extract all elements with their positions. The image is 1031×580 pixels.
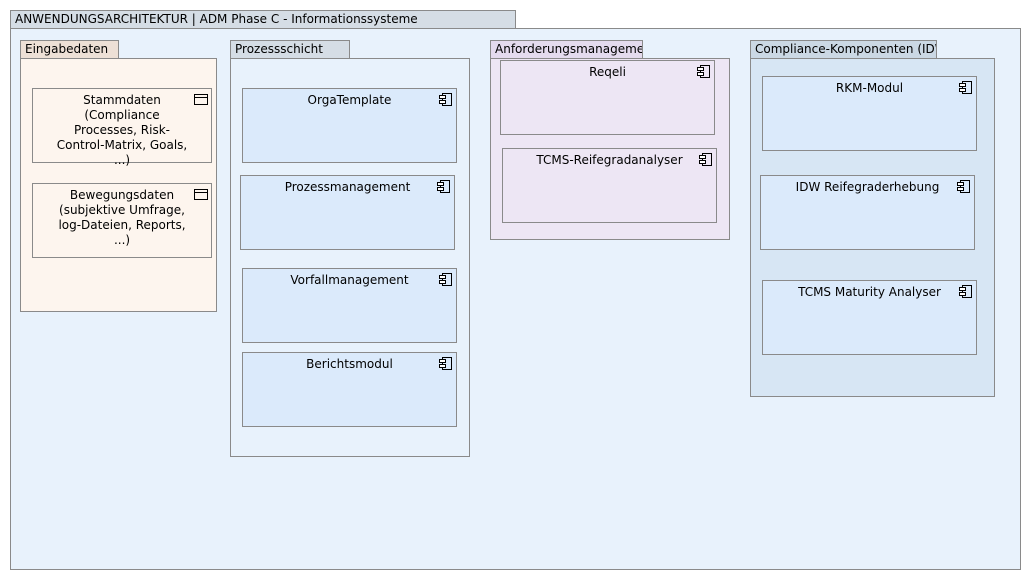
diagram-title: ANWENDUNGSARCHITEKTUR | ADM Phase C - In… [15,12,418,26]
component-icon [437,180,450,193]
component-reqeli[interactable]: Reqeli [500,60,715,135]
data-object-icon [194,94,208,105]
data-object-icon [194,189,208,200]
component-icon [439,93,452,106]
component-icon [697,65,710,78]
group-prozessschicht-label: Prozessschicht [235,42,323,56]
component-tcms-reifegradanalyser-label: TCMS-Reifegradanalyser [536,153,683,167]
component-tcms-reifegradanalyser[interactable]: TCMS-Reifegradanalyser [502,148,717,223]
outer-frame-tab[interactable]: ANWENDUNGSARCHITEKTUR | ADM Phase C - In… [10,10,516,29]
component-idw-reifegraderhebung-label: IDW Reifegraderhebung [795,180,940,194]
component-orgatemplate-label: OrgaTemplate [307,93,392,107]
component-rkm-modul[interactable]: RKM-Modul [762,76,977,151]
component-icon [959,81,972,94]
component-icon [957,180,970,193]
component-reqeli-label: Reqeli [589,65,626,79]
component-berichtsmodul-label: Berichtsmodul [306,357,393,371]
group-prozessschicht-tab[interactable]: Prozessschicht [230,40,350,59]
component-vorfallmanagement[interactable]: Vorfallmanagement [242,268,457,343]
component-rkm-modul-label: RKM-Modul [835,81,904,95]
group-compliance-label: Compliance-Komponenten (IDW) [755,42,937,56]
data-object-bewegungsdaten-label: Bewegungsdaten (subjektive Umfrage, log-… [58,188,186,247]
component-icon [699,153,712,166]
group-anforderungsmanagement-tab[interactable]: Anforderungsmanagement [490,40,643,59]
component-prozessmanagement[interactable]: Prozessmanagement [240,175,455,250]
data-object-stammdaten[interactable]: Stammdaten (Compliance Processes, Risk-C… [32,88,212,167]
group-anforderungsmanagement-label: Anforderungsmanagement [495,42,643,56]
component-icon [439,357,452,370]
component-icon [439,273,452,286]
data-object-stammdaten-label: Stammdaten (Compliance Processes, Risk-C… [56,93,188,167]
component-tcms-maturity-analyser[interactable]: TCMS Maturity Analyser [762,280,977,355]
group-compliance-tab[interactable]: Compliance-Komponenten (IDW) [750,40,937,59]
component-prozessmanagement-label: Prozessmanagement [284,180,411,194]
component-icon [959,285,972,298]
component-tcms-maturity-analyser-label: TCMS Maturity Analyser [798,285,941,299]
data-object-bewegungsdaten[interactable]: Bewegungsdaten (subjektive Umfrage, log-… [32,183,212,258]
component-idw-reifegraderhebung[interactable]: IDW Reifegraderhebung [760,175,975,250]
component-berichtsmodul[interactable]: Berichtsmodul [242,352,457,427]
component-vorfallmanagement-label: Vorfallmanagement [290,273,409,287]
component-orgatemplate[interactable]: OrgaTemplate [242,88,457,163]
group-eingabedaten-tab[interactable]: Eingabedaten [20,40,119,59]
group-eingabedaten-label: Eingabedaten [25,42,109,56]
